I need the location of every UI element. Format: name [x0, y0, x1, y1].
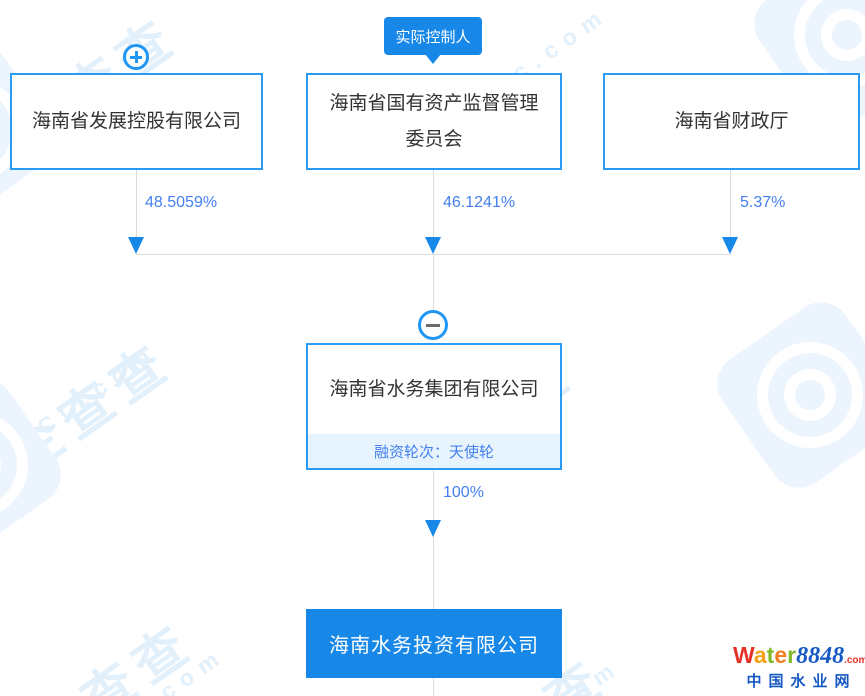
logo-letter: t: [766, 642, 775, 668]
arrow-down-icon: [425, 520, 441, 537]
logo-letter: a: [753, 642, 767, 668]
logo-letter: r: [787, 642, 797, 668]
company-name: 海南省水务集团有限公司: [329, 378, 539, 400]
connector-line: [136, 254, 731, 255]
ownership-percent-label: 46.1241%: [443, 194, 516, 211]
connector-line: [433, 170, 434, 237]
entity-box-middle-company[interactable]: 海南省水务集团有限公司 融资轮次：天使轮: [306, 343, 562, 470]
ownership-percent-label: 5.37%: [740, 194, 786, 211]
entity-box-shareholder-1[interactable]: 海南省发展控股有限公司: [10, 73, 263, 170]
water8848-wordmark: Water8848.com: [733, 642, 865, 673]
logo-letter: e: [774, 642, 788, 668]
connector-line: [433, 255, 434, 311]
logo-tld: .com: [844, 655, 865, 666]
actual-controller-badge: 实际控制人: [384, 17, 482, 55]
ownership-percent-label: 48.5059%: [145, 194, 218, 211]
arrow-down-icon: [425, 237, 441, 254]
logo-letter: W: [733, 642, 754, 668]
badge-pointer-icon: [425, 54, 441, 64]
ownership-percent-label: 100%: [443, 484, 484, 501]
logo-number: 8848: [796, 643, 845, 669]
expand-plus-icon[interactable]: [123, 44, 149, 70]
connector-line: [730, 170, 731, 237]
entity-box-shareholder-3[interactable]: 海南省财政厅: [603, 73, 860, 170]
water8848-logo: Water8848.com 中国水业网: [733, 642, 865, 691]
arrow-down-icon: [128, 237, 144, 254]
financing-round-band: 融资轮次：天使轮: [308, 434, 560, 468]
entity-box-target-company[interactable]: 海南水务投资有限公司: [306, 609, 562, 678]
connector-line: [433, 470, 434, 696]
entity-box-shareholder-2[interactable]: 海南省国有资产监督管理委员会: [306, 73, 562, 170]
connector-line: [136, 170, 137, 237]
water8848-subtitle: 中国水业网: [746, 673, 857, 690]
arrow-down-icon: [722, 237, 738, 254]
qcc-logo-watermark: [705, 290, 865, 500]
collapse-minus-icon[interactable]: [418, 310, 448, 340]
